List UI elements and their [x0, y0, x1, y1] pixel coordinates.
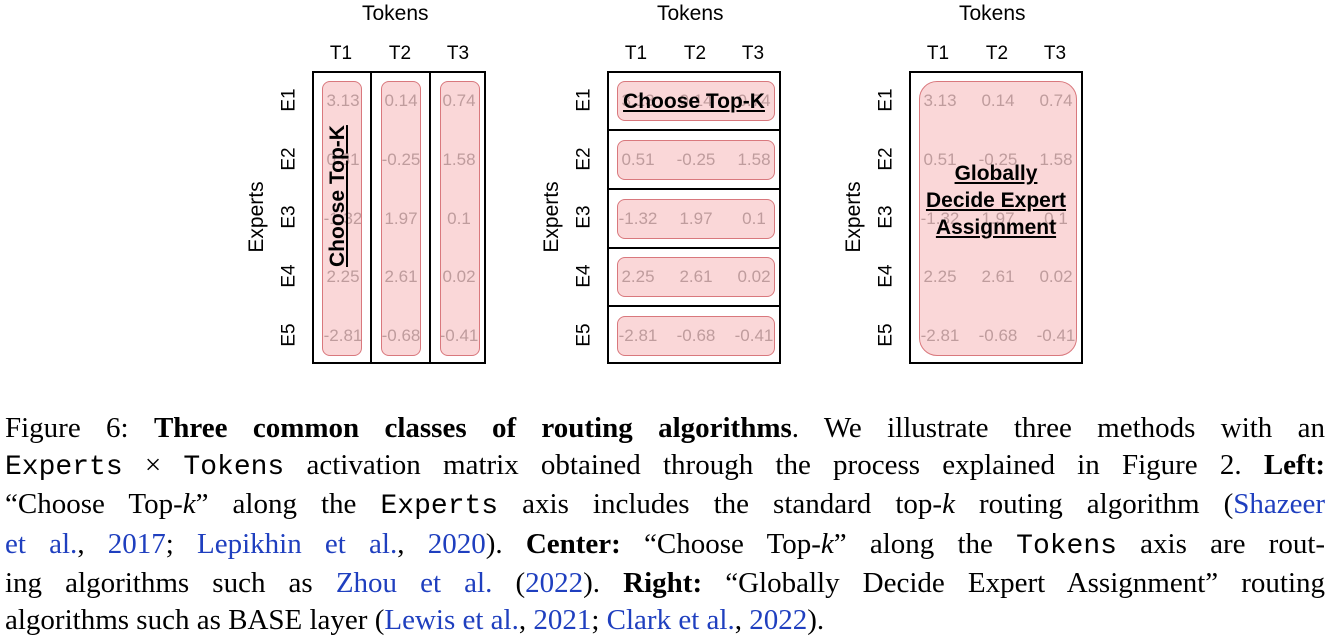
row-label-e5: E5 — [575, 306, 595, 365]
caption-text: “Choose Top- — [644, 528, 821, 560]
caption-line: et al., 2017; Lepikhin et al., 2020). Ce… — [5, 526, 1325, 566]
code-tokens: Tokens — [183, 452, 284, 483]
caption-text: axis are rout- — [1140, 528, 1325, 560]
row-label-e3: E3 — [280, 188, 300, 247]
experts-axis-title: Experts — [842, 157, 866, 277]
row-label-e3: E3 — [575, 188, 595, 247]
citation-link[interactable]: 2022 — [525, 567, 583, 599]
caption-text: “Choose Top- — [5, 488, 183, 520]
caption-line: algorithms such as BASE layer (Lewis et … — [5, 602, 1325, 638]
row-label-e2: E2 — [280, 130, 300, 189]
selection-band — [617, 316, 775, 356]
column-label-t2: T2 — [371, 43, 429, 65]
selection-band — [440, 81, 480, 356]
figure-caption: Figure 6: Three common classes of routin… — [5, 410, 1325, 638]
caption-text: routing algorithm ( — [979, 488, 1233, 520]
column-label-t3: T3 — [724, 43, 782, 65]
code-experts: Experts — [380, 491, 498, 522]
experts-axis-title: Experts — [245, 157, 269, 277]
caption-text: . We illustrate three methods with an — [792, 412, 1325, 444]
tokens-axis-title: Tokens — [959, 2, 1026, 26]
code-experts: Experts — [5, 452, 123, 483]
row-label-e1: E1 — [280, 71, 300, 130]
globally-decide-label: Globally Decide Expert Assignment — [909, 160, 1083, 241]
citation-link[interactable]: Lepikhin et al. — [197, 528, 397, 560]
citation-link[interactable]: Lewis et al. — [384, 604, 518, 636]
caption-text: activation matrix obtained through the p… — [306, 449, 1241, 481]
citation-link[interactable]: 2022 — [749, 604, 807, 636]
caption-title: Three common classes of routing algorith… — [154, 412, 792, 444]
caption-text: ). — [486, 528, 503, 560]
caption-line: Figure 6: Three common classes of routin… — [5, 410, 1325, 447]
grid-line — [609, 129, 779, 131]
tokens-axis-title: Tokens — [362, 2, 429, 26]
caption-text: along the — [870, 528, 993, 560]
caption-text: along the — [233, 488, 357, 520]
selection-band — [617, 140, 775, 180]
row-label-e4: E4 — [877, 247, 897, 306]
column-label-t2: T2 — [666, 43, 724, 65]
caption-text: ” — [196, 488, 209, 520]
column-label-t3: T3 — [1026, 43, 1084, 65]
caption-text: ” — [834, 528, 847, 560]
row-label-e5: E5 — [877, 306, 897, 365]
row-label-e3: E3 — [877, 188, 897, 247]
selection-band — [617, 257, 775, 297]
caption-text: ing algorithms such as — [5, 567, 313, 599]
choose-top-k-label: Choose Top-K — [607, 89, 781, 115]
times-symbol: × — [145, 449, 161, 481]
citation-link[interactable]: 2021 — [533, 604, 591, 636]
k-symbol: k — [821, 528, 834, 560]
citation-link[interactable]: Shazeer — [1233, 488, 1325, 520]
citation-link[interactable]: 2017 — [108, 528, 166, 560]
column-label-t2: T2 — [968, 43, 1026, 65]
row-label-e4: E4 — [575, 247, 595, 306]
caption-text: ). — [807, 604, 824, 636]
caption-text: algorithms such as BASE layer ( — [5, 604, 384, 636]
caption-text: “Globally Decide Expert Assignment” — [725, 567, 1218, 599]
row-label-e5: E5 — [280, 306, 300, 365]
grid-line — [609, 247, 779, 249]
row-label-e1: E1 — [575, 71, 595, 130]
column-label-t3: T3 — [429, 43, 487, 65]
caption-line: “Choose Top-k” along the Experts axis in… — [5, 486, 1325, 526]
center-label: Center: — [526, 528, 621, 560]
citation-link[interactable]: et al. — [5, 528, 77, 560]
selection-band — [381, 81, 421, 356]
panel-right: Tokens T1 T2 T3 Experts E1 E2 E3 E4 E5 3… — [827, 0, 1247, 380]
right-label: Right: — [623, 567, 702, 599]
figure-label: Figure 6: — [5, 412, 129, 444]
grid-line — [609, 305, 779, 307]
code-tokens: Tokens — [1016, 531, 1117, 562]
k-symbol: k — [183, 488, 196, 520]
globally-decide-label-line: Assignment — [909, 214, 1083, 241]
citation-link[interactable]: Clark et al. — [607, 604, 735, 636]
row-label-e2: E2 — [877, 130, 897, 189]
tokens-axis-title: Tokens — [657, 2, 724, 26]
column-label-t1: T1 — [909, 43, 967, 65]
caption-line: Experts × Tokens activation matrix obtai… — [5, 447, 1325, 487]
grid-line — [609, 188, 779, 190]
column-label-t1: T1 — [312, 43, 370, 65]
row-label-e2: E2 — [575, 130, 595, 189]
globally-decide-label-line: Globally — [909, 160, 1083, 187]
k-symbol: k — [942, 488, 955, 520]
globally-decide-label-line: Decide Expert — [909, 187, 1083, 214]
caption-text: ). — [583, 567, 600, 599]
column-label-t1: T1 — [607, 43, 665, 65]
caption-text: routing — [1241, 567, 1325, 599]
citation-link[interactable]: Zhou et al. — [336, 567, 493, 599]
caption-text: axis includes the standard top- — [522, 488, 942, 520]
experts-axis-title: Experts — [540, 157, 564, 277]
row-label-e1: E1 — [877, 71, 897, 130]
left-label: Left: — [1264, 449, 1325, 481]
choose-top-k-label: Choose Top-K — [326, 147, 350, 267]
citation-link[interactable]: 2020 — [428, 528, 486, 560]
row-label-e4: E4 — [280, 247, 300, 306]
caption-line: ing algorithms such as Zhou et al. (2022… — [5, 565, 1325, 602]
selection-band — [617, 199, 775, 239]
